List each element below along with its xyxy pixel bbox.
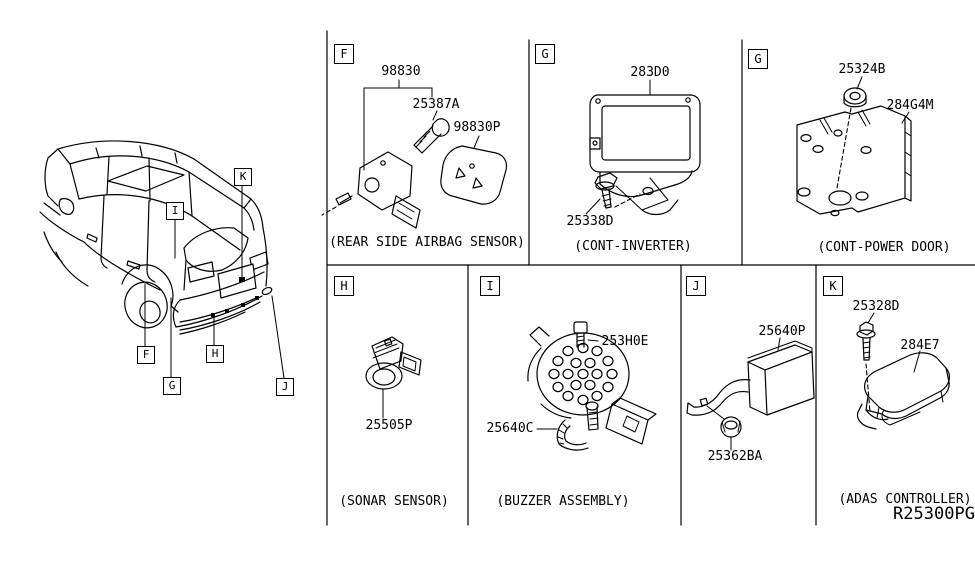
panel-letter-f: F xyxy=(334,44,354,64)
rear-door-handle xyxy=(126,260,141,270)
panel-letter-g1: G xyxy=(535,44,555,64)
sunroof xyxy=(107,165,185,192)
front-door-handle xyxy=(86,233,98,243)
car-callout-f: F xyxy=(137,346,155,364)
panel-letter-j: J xyxy=(686,276,706,296)
part-number-284G4M: 284G4M xyxy=(886,98,934,113)
buzzer-drawing xyxy=(527,321,657,451)
car-callout-i: I xyxy=(166,202,184,220)
part-number-25640P: 25640P xyxy=(758,324,806,339)
rear-wheel-rim xyxy=(139,300,161,324)
part-number-25505P: 25505P xyxy=(365,418,413,433)
panel-letter-h: H xyxy=(334,276,354,296)
part-number-25387A: 25387A xyxy=(412,97,460,112)
bumper-corner-reflector xyxy=(261,286,273,296)
caption-adas: (ADAS CONTROLLER) xyxy=(838,492,972,507)
part-number-25324B: 25324B xyxy=(838,62,886,77)
airbag-sensor-drawing xyxy=(321,79,508,229)
caption-power-door: (CONT-POWER DOOR) xyxy=(817,240,951,255)
tail-lamp-left xyxy=(187,261,215,283)
car-line-art xyxy=(39,140,273,335)
part-number-98830: 98830 xyxy=(381,64,421,79)
part-number-284E7: 284E7 xyxy=(900,338,940,353)
part-number-25362BA: 25362BA xyxy=(707,449,763,464)
sonar-dot xyxy=(211,313,215,317)
sonar-dot xyxy=(225,309,229,313)
part-number-253H0E: 253H0E xyxy=(601,334,649,349)
power-door-controller-drawing xyxy=(796,76,912,217)
caption-inverter: (CONT-INVERTER) xyxy=(574,239,692,254)
panel-letter-i: I xyxy=(480,276,500,296)
rear-glass xyxy=(183,227,249,272)
part-number-25328D: 25328D xyxy=(852,299,900,314)
caption-airbag: (REAR SIDE AIRBAG SENSOR) xyxy=(329,235,525,250)
caption-sonar: (SONAR SENSOR) xyxy=(339,494,449,509)
car-callout-j: J xyxy=(276,378,294,396)
part-number-98830P: 98830P xyxy=(453,120,501,135)
car-callout-h: H xyxy=(206,345,224,363)
car-leader-lines xyxy=(144,185,285,379)
panel-divider-lines xyxy=(326,30,975,526)
bracket-controller-drawing xyxy=(686,337,815,451)
part-number-25338D: 25338D xyxy=(566,214,614,229)
panel-letter-g2: G xyxy=(748,49,768,69)
caption-buzzer: (BUZZER ASSEMBLY) xyxy=(496,494,630,509)
part-number-283D0: 283D0 xyxy=(630,65,670,80)
side-mirror xyxy=(58,198,75,215)
sonar-dot xyxy=(241,303,245,307)
panel-letter-k: K xyxy=(823,276,843,296)
part-number-25640C: 25640C xyxy=(486,421,534,436)
diagram-reference-code: R25300PG xyxy=(893,504,975,524)
sonar-dot xyxy=(255,296,259,300)
car-callout-k: K xyxy=(234,168,252,186)
adas-controller-drawing xyxy=(856,312,951,430)
inverter-drawing xyxy=(585,79,701,216)
sonar-sensor-drawing xyxy=(365,336,422,419)
car-callout-g: G xyxy=(163,377,181,395)
rear-wheel-tire xyxy=(124,281,168,329)
